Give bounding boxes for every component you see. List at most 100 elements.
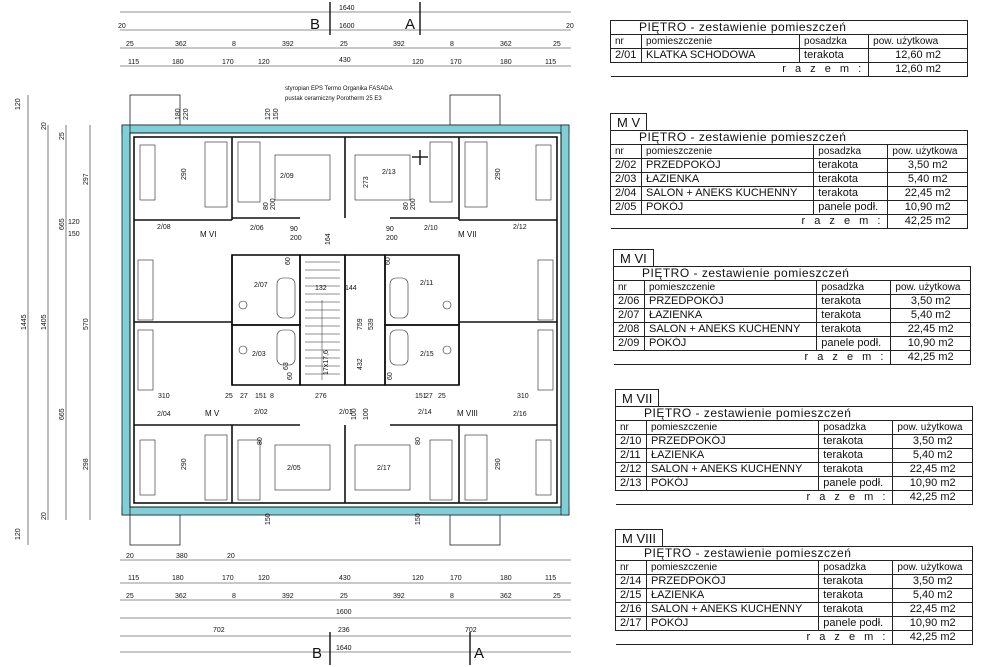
cell-area: 10,90 m2 [892,616,973,631]
dim-top-row4-segment: 115 [128,59,139,66]
table-title: PIĘTRO - zestawienie pomieszczeń [610,20,968,35]
sum-value: 42,25 m2 [892,490,973,505]
dim-top-total-outer: 1640 [339,5,355,12]
room-2-12: 2/12 [513,224,527,231]
sum-value: 42,25 m2 [892,630,973,645]
header-room: pomieszczenie [645,560,820,575]
dim-bottom-row4-segment: 236 [338,627,350,634]
header-nr: nr [613,280,645,295]
dim-left-665-top: 665 [59,218,66,230]
stairs-label: 17x17,6 [323,350,330,375]
cell-floor: terakota [813,186,889,201]
cell-room: SALON + ANEKS KUCHENNY [645,602,820,617]
dim-bottom-row3-segment: 8 [232,593,236,600]
cell-nr: 2/05 [610,200,642,215]
cell-floor: terakota [818,574,894,589]
cell-floor: terakota [813,158,889,173]
section-label-a-bottom: A [474,645,484,662]
dim-top-row2-segment: 25 [126,41,134,48]
dim-inner: 200 [386,235,398,242]
dim-top-row4-segment: 115 [545,59,556,66]
dim-top-total-inner: 1600 [339,23,355,30]
dim-inner: 539 [368,318,375,330]
dim-left-total-inner: 1405 [41,314,48,330]
dim-inner: 220 [183,108,190,120]
header-area: pow. użytkowa [868,34,968,49]
dim-inner: 200 [270,198,277,210]
header-room: pomieszczenie [640,34,801,49]
cell-room: POKÓJ [640,200,815,215]
cell-floor: terakota [818,462,894,477]
room-2-17: 2/17 [377,465,391,472]
dim-top-row2-segment: 25 [340,41,348,48]
cell-nr: 2/04 [610,186,642,201]
dim-inner: 310 [158,393,170,400]
cell-area: 3,50 m2 [892,574,973,589]
cell-room: ŁAZIENKA [640,172,815,187]
cell-room: PRZEDPOKÓJ [645,434,820,449]
cell-floor: terakota [816,308,892,323]
dim-top-row2-segment: 25 [553,41,561,48]
cell-room: ŁAZIENKA [645,588,820,603]
room-2-14: 2/14 [418,409,432,416]
dim-inner: 60 [285,257,292,265]
table-tag-m-v: M V [610,113,648,131]
dim-bottom-row3-segment: 25 [126,593,134,600]
sum-value: 42,25 m2 [890,350,971,365]
dim-left-25-top: 25 [59,132,66,140]
dim-inner: 290 [181,458,188,470]
table-tag-m-vi: M VI [613,249,654,267]
cell-nr: 2/12 [615,462,647,477]
cell-area: 22,45 m2 [892,462,973,477]
dim-bottom-row1-segment: 20 [126,553,134,560]
dim-top-row2-segment: 362 [500,41,512,48]
dim-inner: 144 [345,285,357,292]
dim-bottom-row2-segment: 430 [339,575,351,582]
header-room: pomieszczenie [640,144,815,159]
section-label-b-top: B [310,16,320,33]
cell-floor: panele podł. [818,476,894,491]
dim-top-row2-segment: 8 [450,41,454,48]
dim-top-center: 430 [339,57,351,64]
dim-bottom-total-outer: 1640 [336,645,352,652]
dim-inner: 80 [415,437,422,445]
cell-nr: 2/17 [615,616,647,631]
room-2-05: 2/05 [287,465,301,472]
dim-left-150: 150 [68,231,80,238]
dim-inner: 200 [410,198,417,210]
sum-value: 12,60 m2 [868,62,968,77]
table-title: PIĘTRO - zestawienie pomieszczeń [610,130,968,145]
table-tag-m-viii: M VIII [615,529,663,547]
cell-nr: 2/02 [610,158,642,173]
cell-area: 22,45 m2 [887,186,968,201]
sum-label: r a z e m : [610,62,870,77]
dim-bottom-row4-segment: 702 [213,627,225,634]
cell-floor: panele podł. [813,200,889,215]
header-area: pow. użytkowa [887,144,968,159]
dim-top-row2-segment: 362 [175,41,187,48]
cell-nr: 2/11 [615,448,647,463]
cell-floor: terakota [818,448,894,463]
dim-left-665-bottom: 665 [59,408,66,420]
cell-nr: 2/13 [615,476,647,491]
dim-top-edge-left: 20 [118,23,126,30]
header-nr: nr [610,34,642,49]
cell-area: 5,40 m2 [892,448,973,463]
cell-area: 5,40 m2 [892,588,973,603]
dim-bottom-row4-segment: 702 [465,627,477,634]
header-area: pow. użytkowa [890,280,971,295]
cell-area: 3,50 m2 [890,294,971,309]
sum-value: 42,25 m2 [887,214,968,229]
cell-area: 10,90 m2 [890,336,971,351]
dim-inner: 25 [438,393,446,400]
dim-top-edge-right: 20 [566,23,574,30]
cell-area: 3,50 m2 [892,434,973,449]
cell-area: 10,90 m2 [892,476,973,491]
dim-bottom-row3-segment: 392 [393,593,405,600]
apartment-label-m-vii: M VII [458,230,477,239]
apartment-label-m-viii: M VIII [457,409,478,418]
apartment-label-m-vi: M VI [200,230,216,239]
cell-room: ŁAZIENKA [645,448,820,463]
cell-area: 10,90 m2 [887,200,968,215]
header-floor: posadzka [818,420,894,435]
